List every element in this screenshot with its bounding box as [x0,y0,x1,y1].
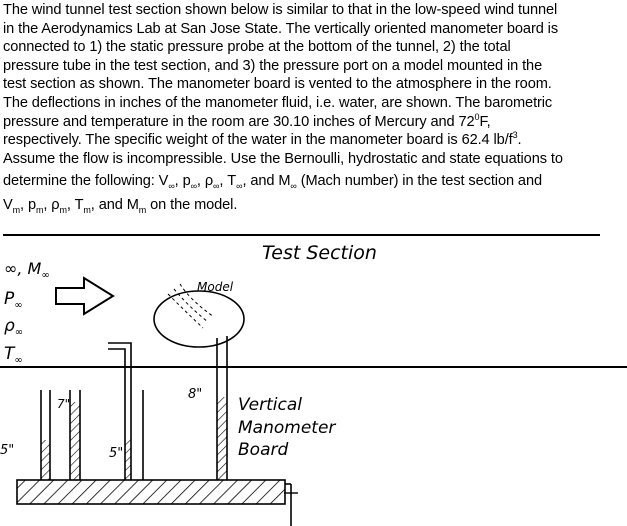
pressure-label: P∞ [4,289,23,311]
test-section-label: Test Section [262,242,377,264]
pitot-column-fluid [125,437,131,480]
model-streamline-icon [167,283,215,329]
problem-line-11: Vm, pm, ρm, Tm, and Mm on the model. [3,196,238,215]
wind-tunnel-sketch: Test Section ∞, M∞ P∞ ρ∞ T∞ Model 5" 7" … [0,234,627,526]
eight-inch-label: 8" [188,387,202,402]
model-label: Model [197,280,234,294]
problem-line-7: pressure and temperature in the room are… [3,111,491,130]
flow-arrow-icon [55,276,115,316]
model-column-fluid [217,397,227,480]
pitot-tube-inner [108,348,126,480]
board-label: Board [238,440,288,460]
manometer-reservoir [16,479,286,505]
model-body [153,290,245,348]
problem-line-5: test section as shown. The manometer boa… [3,76,552,93]
manometer-label: Manometer [238,418,336,438]
density-label: ρ∞ [4,316,23,338]
seven-inch-column-fluid [70,402,80,480]
seven-inch-label: 7" [57,397,70,411]
problem-line-4: pressure tube in the test section, and 3… [3,57,543,74]
freestream-labels: ∞, M∞ P∞ ρ∞ T∞ [4,259,50,366]
problem-line-1: The wind tunnel test section shown below… [3,2,558,18]
left-deflection-label: 5" [0,443,14,458]
velocity-mach-label: ∞, M∞ [4,259,50,281]
five-inch-label: 5" [109,446,123,461]
vertical-label: Vertical [238,395,302,415]
problem-line-8: respectively. The specific weight of the… [3,130,522,149]
problem-line-10: determine the following: V∞, p∞, ρ∞, T∞,… [3,173,542,192]
problem-line-3: connected to 1) the static pressure prob… [3,39,511,56]
static-column-fluid [41,440,50,480]
problem-line-6: The deflections in inches of the manomet… [3,94,553,111]
problem-line-9: Assume the flow is incompressible. Use t… [3,150,563,167]
problem-line-2: in the Aerodynamics Lab at San Jose Stat… [3,20,559,37]
temperature-label: T∞ [4,344,23,366]
problem-statement: The wind tunnel test section shown below… [3,1,625,215]
pitot-tube-outer [108,342,132,480]
